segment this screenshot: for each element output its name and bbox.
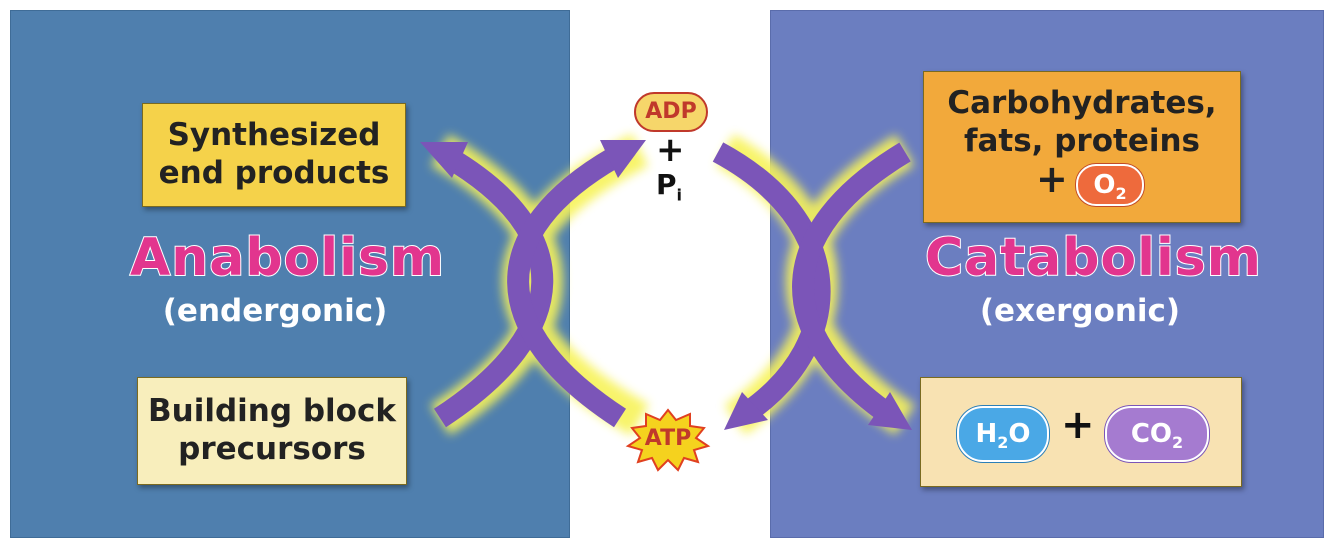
carbon-dioxide-bubble: CO2: [1105, 406, 1209, 462]
nutrients-plus: +: [1036, 157, 1068, 201]
oxygen-symbol: O: [1093, 170, 1116, 200]
synthesized-end-products-box: Synthesized end products: [142, 103, 406, 207]
anabolism-heading: Anabolism: [129, 227, 446, 289]
phosphate: Pi: [656, 168, 682, 205]
catabolism-arrowhead: [868, 392, 912, 430]
catabolism-arrow: [792, 142, 911, 423]
nutrients-line2: fats, proteins: [963, 123, 1200, 159]
precursors-line1: Building block: [148, 393, 396, 429]
co2-subscript: 2: [1172, 433, 1184, 453]
synthesized-line2: end products: [158, 155, 390, 191]
oxygen-bubble: O2: [1076, 164, 1144, 206]
products-plus: +: [1061, 402, 1095, 448]
adp-arrowhead: [600, 140, 646, 178]
adp-badge: ADP: [634, 92, 708, 132]
catabolism-subheading: (exergonic): [979, 293, 1181, 329]
water-bubble: H2O: [957, 406, 1049, 462]
adp-plus: +: [656, 130, 685, 170]
nutrients-line1: Carbohydrates,: [947, 85, 1217, 121]
nutrients-box: Carbohydrates, fats, proteins + O2: [923, 71, 1241, 223]
water-h: H: [975, 419, 998, 449]
phosphate-subscript: i: [676, 185, 683, 205]
water-o: O: [1008, 419, 1031, 449]
building-block-precursors-box: Building block precursors: [137, 377, 407, 485]
catabolism-heading: Catabolism: [924, 227, 1262, 289]
precursors-line2: precursors: [178, 431, 366, 467]
adp-to-atp-arrow: [712, 142, 831, 422]
atp-label: ATP: [644, 426, 692, 451]
phosphate-symbol: P: [656, 168, 677, 201]
anabolism-arrow: [433, 147, 554, 428]
co2-symbol: CO: [1130, 419, 1173, 449]
oxygen-subscript: 2: [1115, 184, 1127, 204]
atp-to-adp-arrow: [507, 147, 627, 428]
anabolism-arrowhead: [420, 142, 468, 178]
water-subscript: 2: [997, 433, 1009, 453]
products-box: H2O + CO2: [920, 377, 1242, 487]
atp-arrowhead: [724, 392, 768, 430]
anabolism-subheading: (endergonic): [162, 293, 388, 329]
synthesized-line1: Synthesized: [167, 117, 381, 153]
